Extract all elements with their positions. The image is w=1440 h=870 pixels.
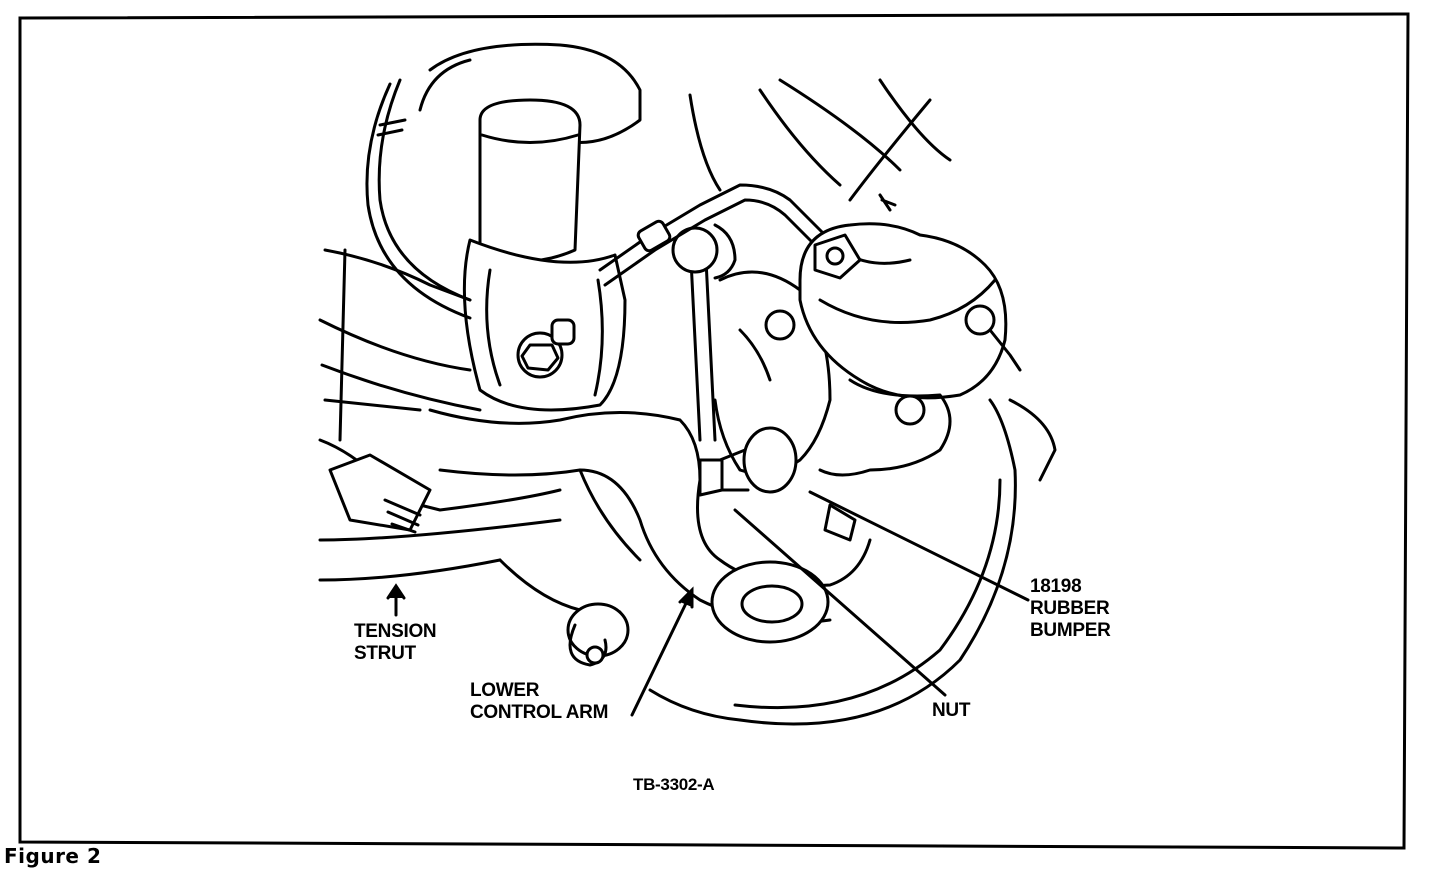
figure-border — [18, 12, 1410, 850]
label-rubber-bumper: 18198 RUBBER BUMPER — [1030, 576, 1111, 641]
leader-lower-control-arm-arrow — [678, 586, 694, 609]
leader-rubber-bumper — [808, 490, 1030, 602]
leader-nut — [733, 508, 947, 697]
figure-caption: Figure 2 — [4, 844, 102, 868]
diagram-id: TB-3302-A — [633, 775, 715, 794]
label-nut: NUT — [932, 700, 971, 721]
leader-lines — [386, 490, 1030, 717]
leader-lower-control-arm — [630, 593, 692, 717]
suspension-illustration — [318, 42, 1057, 726]
leader-tension-strut-arrow — [386, 583, 406, 600]
label-lower-control-arm: LOWER CONTROL ARM — [470, 680, 609, 723]
label-tension-strut: TENSION STRUT — [354, 621, 437, 664]
